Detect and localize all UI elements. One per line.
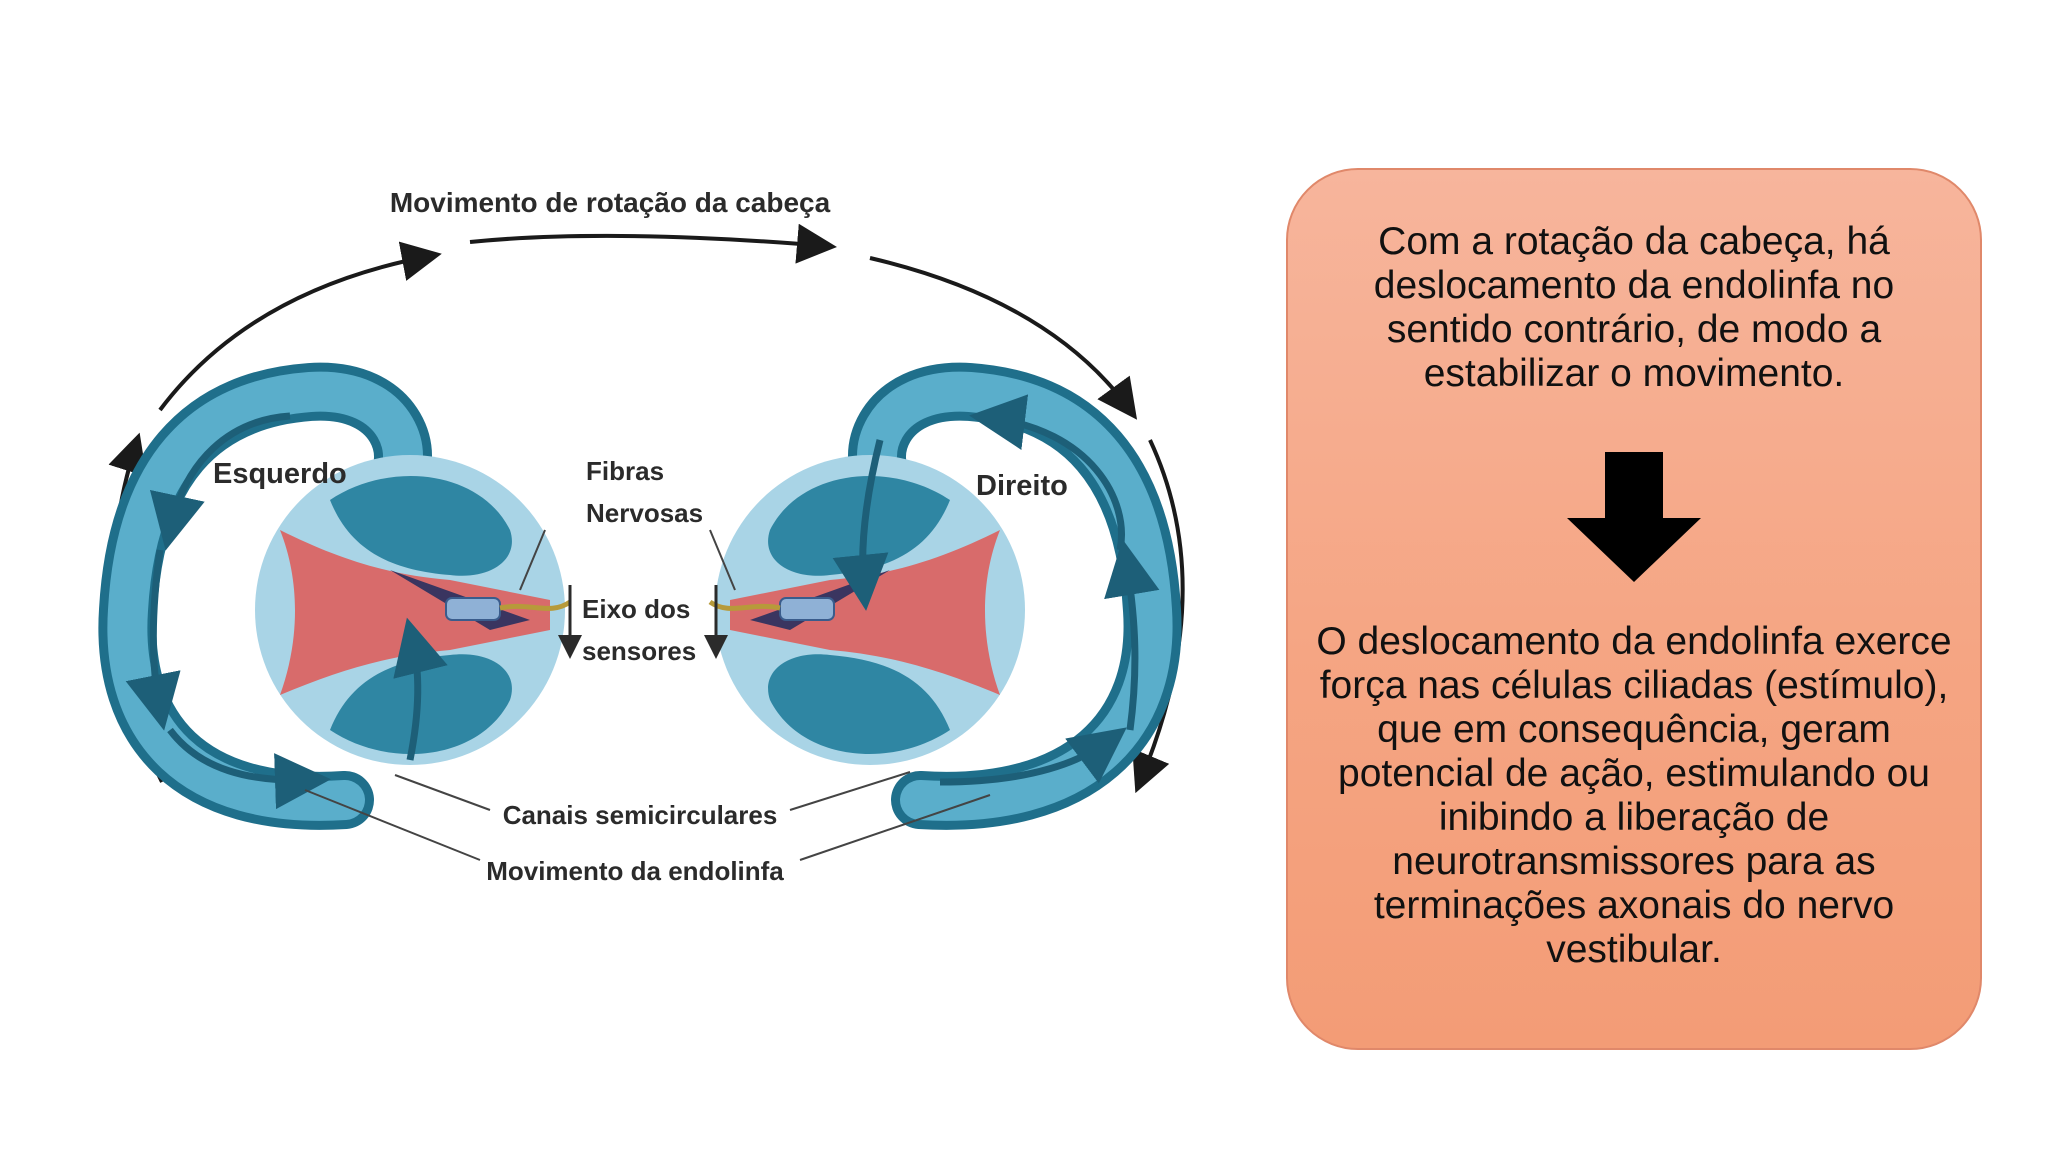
- sensor-axis-label-line1: Eixo dos: [582, 594, 690, 624]
- endolymph-label: Movimento da endolinfa: [486, 856, 784, 886]
- left-hair-cell: [445, 597, 501, 621]
- rotation-arrow-top-left: [158, 241, 442, 412]
- right-cupula: [730, 530, 1000, 695]
- right-hair-cell: [779, 597, 835, 621]
- pointer-lines: [304, 529, 991, 861]
- fibers-label-line1: Fibras: [586, 456, 664, 486]
- info-top-text: Com a rotação da cabeça, há deslocamento…: [1373, 220, 1895, 395]
- left-label: Esquerdo: [213, 458, 347, 490]
- info-box: Com a rotação da cabeça, há deslocamento…: [1286, 168, 1982, 1050]
- semicircular-canals-diagram: Movimento de rotação da cabeça Esquerdo …: [90, 170, 1240, 930]
- canals-label: Canais semicirculares: [503, 800, 778, 830]
- rotation-arrow-top-right: [869, 256, 1138, 420]
- right-label: Direito: [976, 470, 1068, 502]
- right-canal: [708, 362, 1182, 830]
- fibers-label-line2: Nervosas: [586, 498, 703, 528]
- left-cupula: [280, 530, 550, 695]
- info-bottom-text: O deslocamento da endolinfa exerce força…: [1316, 620, 1952, 971]
- left-canal: [98, 362, 572, 830]
- down-arrow-icon: [1567, 452, 1701, 582]
- rotation-arrow-top-center: [469, 223, 837, 264]
- rotation-arrow-right: [1132, 439, 1185, 794]
- sensor-axis-label-line2: sensores: [582, 636, 696, 666]
- diagram-svg: Movimento de rotação da cabeça Esquerdo …: [98, 187, 1185, 886]
- rotation-label: Movimento de rotação da cabeça: [390, 187, 831, 218]
